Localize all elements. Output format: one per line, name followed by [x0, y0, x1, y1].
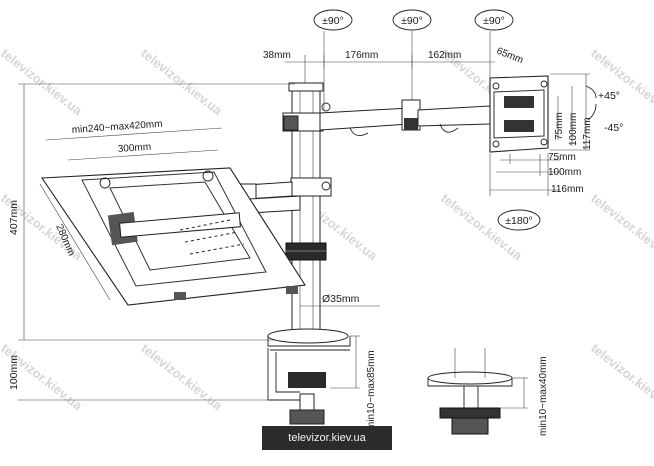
rotation-1: ±90°	[313, 9, 353, 110]
rotation-label-2: ±90°	[401, 15, 423, 27]
dim-pole: Ø35mm	[322, 293, 360, 305]
dim-162mm: 162mm	[428, 50, 461, 61]
laptop-tray	[40, 167, 306, 306]
watermark: televizor.kiev.ua	[0, 46, 86, 119]
rotation-2: ±90°	[392, 9, 432, 105]
rotation-label-3: ±90°	[483, 15, 505, 27]
dim-h100: 100mm	[548, 167, 581, 178]
dim-clamp-range: min10~max85mm	[366, 350, 377, 430]
watermark: televizor.kiev.ua	[438, 191, 526, 264]
dim-tray-width: 300mm	[117, 142, 151, 155]
dim-h116: 116mm	[551, 184, 584, 195]
dim-38mm: 38mm	[263, 50, 291, 61]
dim-65mm: 65mm	[495, 46, 525, 67]
dim-176mm: 176mm	[345, 50, 378, 61]
watermark: televizor.kiev.ua	[138, 341, 226, 414]
desk-clamp: min10~max85mm 100mm	[8, 328, 377, 430]
watermark: televizor.kiev.ua	[588, 191, 654, 264]
pole-diameter: Ø35mm	[300, 293, 380, 307]
dim-grommet-range: min10~max40mm	[538, 356, 549, 436]
rotation-4: ±180°	[497, 209, 541, 231]
dim-v100: 100mm	[568, 113, 579, 146]
dim-clamp-base: 100mm	[8, 355, 20, 390]
dim-tray-range: min240~max420mm	[71, 119, 162, 136]
watermark: televizor.kiev.ua	[588, 341, 654, 414]
dim-height: 407mm	[8, 200, 20, 235]
dim-h75: 75mm	[548, 152, 576, 163]
upper-arm	[282, 99, 491, 137]
dim-v75: 75mm	[554, 112, 565, 140]
vesa-plate	[489, 75, 597, 153]
rotation-label-1: ±90°	[322, 15, 344, 27]
dim-v117: 117mm	[582, 117, 593, 150]
watermark: televizor.kiev.ua	[588, 46, 654, 119]
watermark: televizor.kiev.ua	[138, 46, 226, 119]
tilt-up: +45°	[598, 90, 620, 102]
height-dimension: 407mm	[8, 83, 295, 341]
tilt-down: -45°	[604, 122, 623, 134]
rotation-label-4: ±180°	[505, 215, 532, 227]
vesa-dimensions: 75mm 100mm 117mm +45° -45° 75mm 100mm 11…	[489, 73, 623, 196]
grommet-mount: min10~max40mm	[427, 348, 549, 436]
watermark-banner: televizor.kiev.ua	[262, 426, 392, 450]
